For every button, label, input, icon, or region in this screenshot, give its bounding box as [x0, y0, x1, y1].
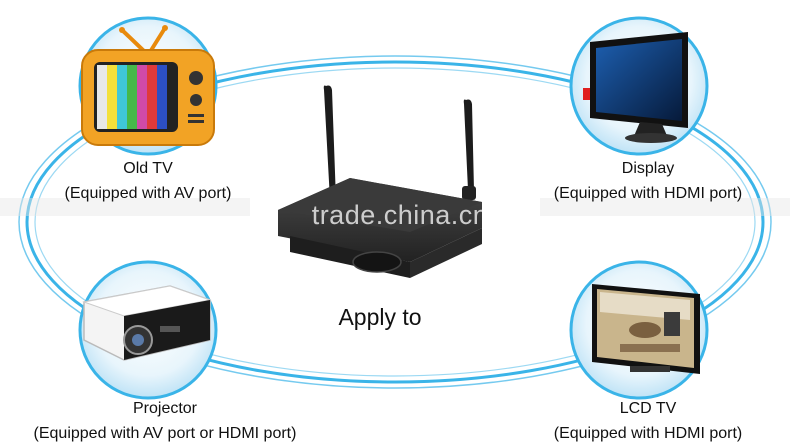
connection-rings	[18, 55, 772, 389]
projector-icon	[82, 285, 212, 361]
lcd-tv-caption: LCD TV (Equipped with HDMI port)	[520, 398, 776, 444]
set-top-box-image	[278, 85, 482, 278]
projector-caption: Projector (Equipped with AV port or HDMI…	[0, 398, 330, 444]
display-caption: Display (Equipped with HDMI port)	[520, 158, 776, 204]
device-port: (Equipped with AV port or HDMI port)	[33, 425, 297, 442]
watermark-band-right	[540, 198, 790, 216]
device-name: Display	[621, 160, 675, 177]
device-name: Old TV	[123, 160, 173, 177]
device-port: (Equipped with HDMI port)	[553, 185, 743, 202]
lcd-tv-icon	[592, 284, 700, 374]
watermark-text: trade.china.cn	[311, 200, 489, 230]
device-name: Projector	[132, 400, 198, 417]
device-port: (Equipped with AV port)	[64, 185, 232, 202]
old-tv-caption: Old TV (Equipped with AV port)	[20, 158, 276, 204]
old-tv-icon	[81, 25, 215, 146]
display-icon	[583, 32, 688, 143]
apply-to-label: Apply to	[338, 304, 422, 330]
device-port: (Equipped with HDMI port)	[553, 425, 743, 442]
device-name: LCD TV	[619, 400, 677, 417]
watermark-band-left	[0, 198, 250, 216]
